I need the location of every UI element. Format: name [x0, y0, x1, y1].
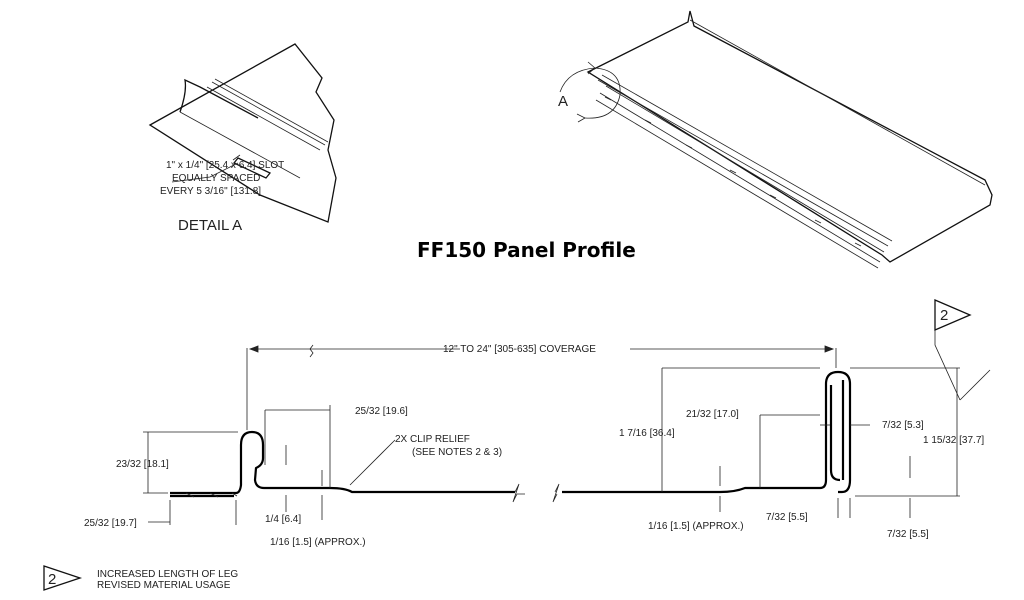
- clip-relief-note-1: 2X CLIP RELIEF: [395, 434, 470, 445]
- slot-note-line-1: 1" x 1/4" [25.4 x 6.4] SLOT: [166, 160, 284, 171]
- dimension-lines: [43, 299, 991, 591]
- right-bottom-dimension-1: 7/32 [5.5]: [766, 512, 808, 523]
- left-height-dimension: 23/32 [18.1]: [116, 459, 169, 470]
- left-top-dimension: 25/32 [19.6]: [355, 406, 408, 417]
- slot-note-line-2: EQUALLY SPACED: [172, 173, 260, 184]
- panel-isometric-drawing: [559, 10, 993, 269]
- right-approx-dimension: 1/16 [1.5] (APPROX.): [648, 521, 744, 532]
- left-approx-dimension: 1/16 [1.5] (APPROX.): [270, 537, 366, 548]
- right-bottom-dimension-2: 7/32 [5.5]: [887, 529, 929, 540]
- right-top-dimension: 21/32 [17.0]: [686, 409, 739, 420]
- page-title: FF150 Panel Profile: [417, 238, 636, 262]
- detail-a-label: DETAIL A: [178, 217, 242, 234]
- revision-flag-legend: 2: [48, 571, 56, 588]
- revision-note-line-2: REVISED MATERIAL USAGE: [97, 580, 231, 591]
- left-quarter-dimension: 1/4 [6.4]: [265, 514, 301, 525]
- right-height-dimension: 1 7/16 [36.4]: [619, 428, 675, 439]
- revision-flag-top: 2: [940, 307, 948, 324]
- profile-cross-section: [170, 370, 852, 503]
- right-rib-dimension: 7/32 [5.3]: [882, 420, 924, 431]
- view-marker-a: A: [558, 93, 568, 110]
- detail-a-drawing: [148, 43, 337, 223]
- left-foot-dimension: 25/32 [19.7]: [84, 518, 137, 529]
- clip-relief-note-2: (SEE NOTES 2 & 3): [412, 447, 502, 458]
- revision-note-line-1: INCREASED LENGTH OF LEG: [97, 569, 238, 580]
- right-total-dimension: 1 15/32 [37.7]: [923, 435, 984, 446]
- coverage-dimension: 12" TO 24" [305-635] COVERAGE: [443, 344, 596, 355]
- slot-note-line-3: EVERY 5 3/16" [131.8]: [160, 186, 261, 197]
